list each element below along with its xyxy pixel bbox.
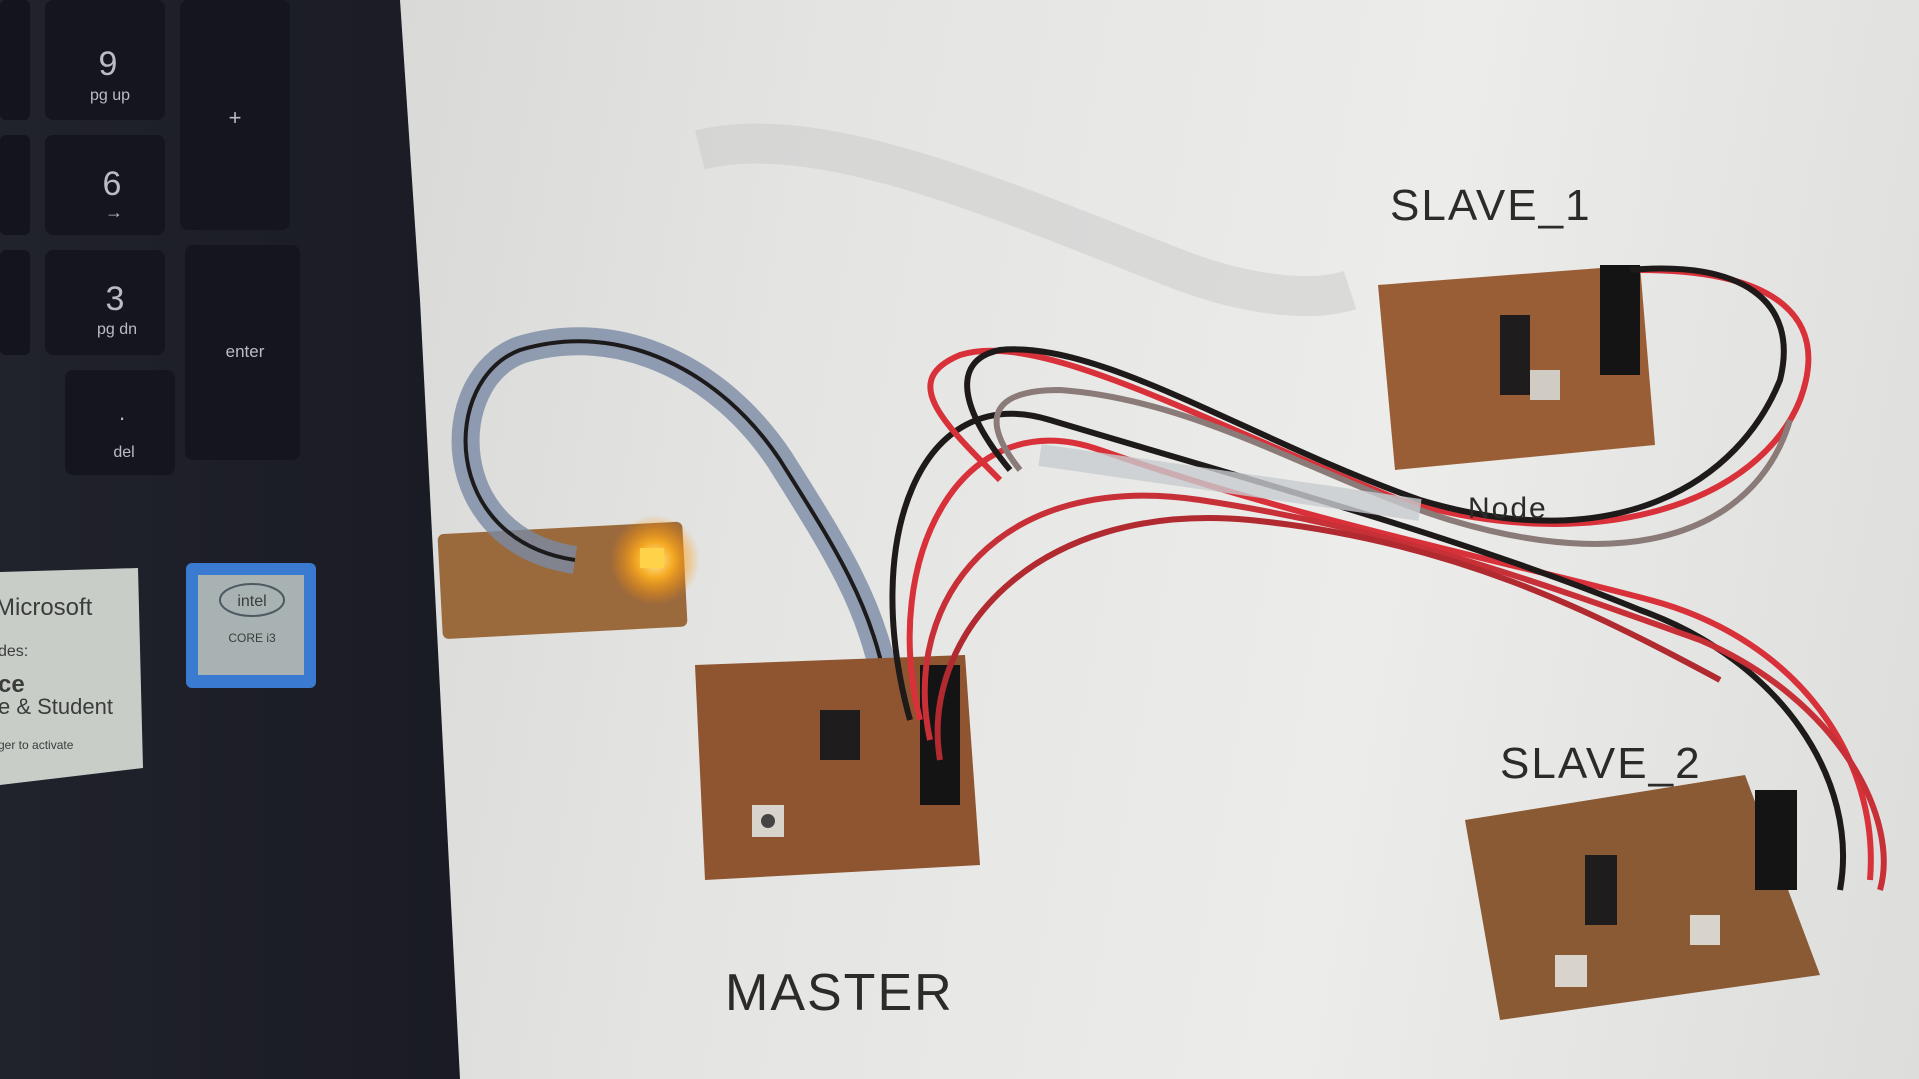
blur-smudge	[695, 123, 1357, 316]
tape-wrap	[1038, 444, 1422, 521]
key-dot: .	[119, 400, 125, 425]
key-3-sub: pg dn	[97, 321, 137, 338]
numpad-keys	[0, 0, 300, 475]
sticker-line: e & Student	[0, 694, 113, 719]
sticker-line: ce	[0, 671, 25, 698]
key-plus: +	[229, 105, 242, 130]
key-3: 3	[106, 280, 125, 318]
label-node: Node	[1468, 492, 1548, 525]
label-master: MASTER	[725, 964, 954, 1022]
slave-1-board	[1378, 265, 1655, 470]
wire-harness	[889, 265, 1887, 891]
usb-programmer-board	[437, 515, 700, 639]
key-del: del	[113, 444, 134, 461]
intel-sticker: intel CORE i3	[186, 563, 316, 688]
sticker-line: ger to activate	[0, 738, 74, 752]
sticker-line: des:	[0, 643, 28, 660]
master-board	[695, 655, 980, 880]
key-9: 9	[99, 45, 118, 83]
intel-core-text: CORE i3	[228, 631, 276, 645]
intel-logo-text: intel	[237, 593, 266, 610]
key-enter: enter	[226, 342, 265, 361]
label-slave-1: SLAVE_1	[1390, 181, 1592, 230]
key-9-sub: pg up	[90, 87, 130, 104]
slave-2-board	[1465, 775, 1820, 1020]
sticker-line: Microsoft	[0, 594, 93, 621]
microsoft-sticker: Microsoft des: ce e & Student ger to act…	[0, 568, 143, 785]
key-6: 6	[103, 165, 122, 203]
label-slave-2: SLAVE_2	[1500, 739, 1702, 788]
laptop: 9 pg up + 6 → 3 pg dn enter . del Micros…	[0, 0, 460, 1079]
key-6-sub: →	[105, 202, 123, 222]
